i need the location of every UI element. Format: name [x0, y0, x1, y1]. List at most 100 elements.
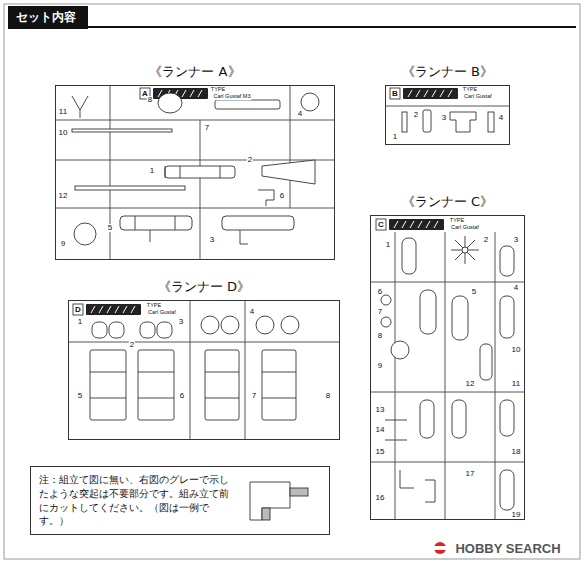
runner-c-parts	[402, 238, 416, 274]
runner-c-parts	[381, 295, 391, 305]
watermark-logo	[431, 542, 449, 554]
runner-c-parts	[452, 400, 466, 438]
runner-a-parts	[72, 129, 172, 132]
logo-stripes	[408, 90, 452, 97]
runner-a-parts	[158, 93, 182, 113]
part-number: 9	[60, 240, 66, 248]
runner-b-parts	[488, 112, 494, 132]
logo-caption: TYPE	[210, 87, 226, 93]
note-text: 注：組立て図に無い、右図のグレーで示したような突起は不要部分です。組み立て前にカ…	[39, 473, 235, 528]
part-number: 2	[247, 156, 253, 164]
section-title: セット内容	[8, 6, 88, 29]
runner-a-parts	[165, 166, 220, 178]
runner-letter: B	[392, 90, 398, 98]
runner-d-parts	[109, 322, 124, 338]
runner-a-parts	[258, 190, 274, 206]
part-number: 7	[204, 124, 210, 132]
logo-caption: Carl Gustaf M3	[213, 94, 252, 100]
runner-c-parts	[391, 341, 409, 359]
runner-b-sprue	[385, 106, 510, 107]
note-example-part	[262, 508, 270, 520]
runner-c-parts	[420, 400, 434, 438]
part-number: 6	[377, 288, 383, 296]
logo-caption: TYPE	[449, 218, 465, 224]
runner-tags	[73, 304, 83, 315]
part-number: 1	[149, 167, 155, 175]
part-number: 14	[375, 426, 386, 434]
runner-a-parts	[120, 216, 192, 230]
runner-title: 《ランナー C》	[371, 193, 524, 211]
runner-title: 《ランナー D》	[69, 278, 339, 296]
part-number: 1	[392, 133, 398, 141]
note-example-part	[250, 482, 308, 520]
logo-caption: TYPE	[146, 303, 162, 309]
part-number: 16	[375, 494, 386, 502]
logo-stripes	[394, 221, 438, 228]
part-number: 11	[511, 380, 521, 388]
runner-d-parts	[201, 316, 219, 334]
runner-b-parts	[423, 110, 431, 132]
part-number: 2	[129, 341, 135, 349]
runner-title: 《ランナー B》	[386, 63, 509, 81]
runner-c-parts	[500, 470, 514, 510]
runner-letter: C	[378, 221, 384, 229]
runner-a-parts	[72, 96, 88, 118]
part-number: 4	[498, 114, 504, 122]
part-number: 13	[375, 406, 386, 414]
logo-stripes	[91, 90, 452, 313]
part-number: 12	[58, 192, 69, 200]
runner-d-sprue	[68, 300, 340, 440]
runner-frame: 《ランナー C》	[370, 215, 525, 520]
note-example-part	[250, 482, 290, 520]
part-number: 5	[77, 392, 83, 400]
header-rule	[8, 26, 576, 28]
page-frame	[4, 4, 580, 559]
runner-d-parts	[90, 372, 296, 398]
runner-c-parts	[381, 317, 391, 327]
part-number: 4	[249, 308, 255, 316]
runner-d-sprue	[68, 300, 340, 440]
runner-c-parts	[500, 246, 514, 276]
runner-tags	[390, 88, 400, 99]
brand-logo	[389, 219, 444, 230]
note-example-part	[290, 488, 308, 496]
part-number: 15	[375, 448, 386, 456]
logo-stripes	[91, 306, 135, 313]
part-number: 10	[511, 346, 522, 354]
part-number: 8	[147, 96, 153, 104]
runner-frame: 《ランナー A》	[55, 85, 335, 260]
runner-a-parts	[75, 186, 185, 190]
runner-c-parts	[451, 236, 479, 264]
runner-d-parts	[256, 316, 274, 334]
runner-a-parts	[222, 216, 294, 230]
watermark: HOBBY SEARCH	[455, 542, 560, 555]
runner-d-parts	[205, 350, 239, 420]
runner-frame: 《ランナー D》	[68, 300, 340, 440]
runner-title: 《ランナー A》	[56, 63, 334, 81]
runner-b-parts	[402, 110, 494, 132]
runner-c-parts	[452, 296, 468, 340]
part-number: 1	[385, 241, 391, 249]
part-number: 4	[513, 284, 519, 292]
runner-a-parts	[72, 93, 319, 245]
runner-a-parts	[215, 100, 280, 109]
part-number: 19	[511, 511, 522, 519]
part-number: 3	[441, 114, 447, 122]
runner-d-parts	[221, 316, 239, 334]
runner-a-parts	[301, 93, 319, 111]
part-number: 6	[179, 392, 185, 400]
logo-caption: TYPE	[462, 87, 478, 93]
runner-c-parts	[385, 420, 435, 502]
page-frame	[4, 4, 580, 559]
runner-c-parts	[500, 400, 514, 436]
part-number: 5	[107, 224, 113, 232]
part-number: 12	[465, 380, 476, 388]
runner-b-parts	[450, 112, 476, 132]
runner-a-sprue	[55, 85, 335, 260]
runner-c-parts	[480, 344, 492, 380]
part-number: 3	[178, 318, 184, 326]
runner-c-sprue	[370, 232, 525, 520]
runner-d-parts	[157, 322, 172, 338]
runner-d-parts	[138, 350, 174, 420]
runner-c-sprue	[370, 232, 525, 520]
